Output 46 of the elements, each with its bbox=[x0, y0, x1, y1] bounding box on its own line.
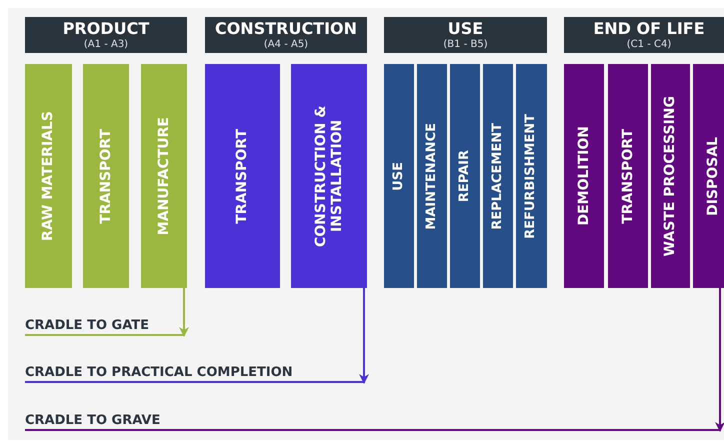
column-label: DEMOLITION bbox=[576, 126, 592, 226]
column-label: MANUFACTURE bbox=[156, 116, 172, 236]
column-label: USE bbox=[392, 162, 406, 190]
column-label: WASTE PROCESSING bbox=[662, 96, 679, 256]
stage-column bbox=[205, 64, 280, 288]
stage-column bbox=[417, 64, 447, 288]
stage-column bbox=[608, 64, 648, 288]
stage-code: (A1 - A3) bbox=[82, 38, 130, 51]
stage-code: (B1 - B5) bbox=[442, 38, 489, 51]
stage-column bbox=[450, 64, 480, 288]
stage-title: PRODUCT bbox=[62, 19, 150, 38]
stage-column bbox=[141, 64, 187, 288]
stage-column bbox=[651, 64, 690, 288]
stage-column bbox=[291, 64, 367, 288]
column-label: RAW MATERIALS bbox=[40, 111, 57, 241]
arrow bbox=[179, 288, 189, 337]
stage-title: CONSTRUCTION bbox=[214, 19, 358, 38]
scope-label: CRADLE TO GATE bbox=[25, 318, 185, 336]
stage-code: (C1 - C4) bbox=[626, 38, 672, 51]
stage-column bbox=[384, 64, 414, 288]
column-label: CONSTRUCTION & INSTALLATION bbox=[312, 104, 346, 249]
stage-column bbox=[483, 64, 513, 288]
stage-column bbox=[564, 64, 604, 288]
stage-title: END OF LIFE bbox=[592, 19, 706, 38]
stage-title: USE bbox=[446, 19, 484, 38]
column-label: TRANSPORT bbox=[234, 128, 251, 224]
column-label: REPLACEMENT bbox=[490, 122, 506, 230]
stage-column bbox=[83, 64, 129, 288]
column-label: TRANSPORT bbox=[620, 128, 636, 224]
stage-header bbox=[205, 17, 367, 53]
stage-column bbox=[693, 64, 724, 288]
stage-header bbox=[384, 17, 547, 53]
stage-header bbox=[25, 17, 187, 53]
scope-label: CRADLE TO GRAVE bbox=[25, 413, 720, 431]
scope-label: CRADLE TO PRACTICAL COMPLETION bbox=[25, 365, 365, 383]
column-label: REFURBISHMENT bbox=[524, 114, 539, 238]
column-label: MAINTENANCE bbox=[424, 122, 440, 230]
stage-column bbox=[516, 64, 547, 288]
column-label: TRANSPORT bbox=[98, 128, 114, 224]
stage-code: (A4 - A5) bbox=[262, 38, 310, 51]
arrow bbox=[359, 288, 369, 384]
stage-column bbox=[25, 64, 72, 288]
column-label: DISPOSAL bbox=[704, 136, 722, 216]
column-label: REPAIR bbox=[458, 150, 472, 202]
arrow bbox=[715, 288, 724, 432]
stage-header bbox=[564, 17, 724, 53]
